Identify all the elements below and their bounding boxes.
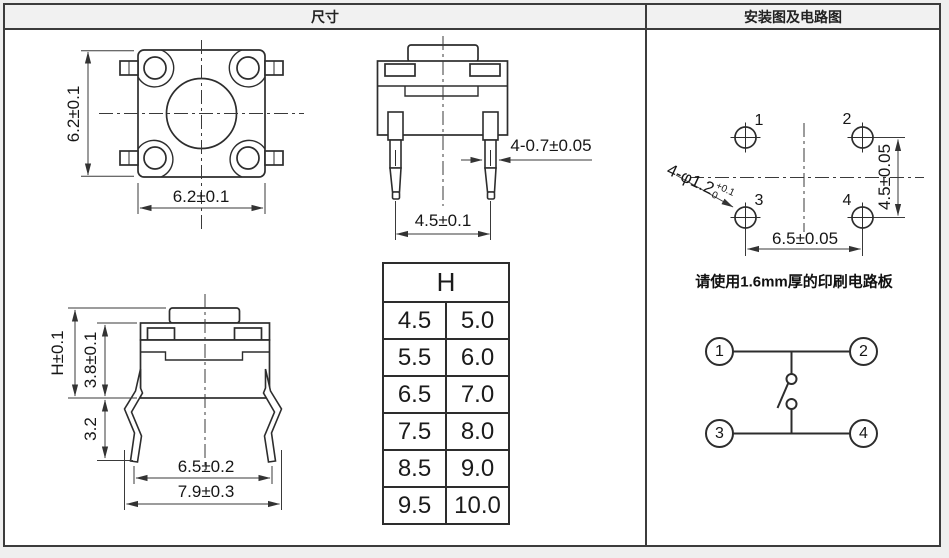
install-circuit-panel-title: 安装图及电路图 — [744, 8, 842, 25]
h-table-header: H — [382, 262, 510, 303]
pcb-hole-number-3: 3 — [754, 192, 764, 209]
front-view-outer-span-dim-label: 7.9±0.3 — [177, 482, 235, 501]
top-view-width-dim-label: 6.2±0.1 — [172, 187, 230, 206]
front-view-leg-length-dim-label: 3.2 — [81, 417, 100, 441]
sheet-header: 尺寸 安装图及电路图 — [5, 5, 939, 30]
panel-divider — [645, 30, 647, 545]
pcb-vertical-pitch-dim-label: 4.5±0.05 — [875, 143, 894, 211]
circuit-terminal-4: 4 — [859, 425, 868, 442]
front-view-body-height-dim-label: 3.8±0.1 — [81, 331, 100, 389]
circuit-terminal-1: 1 — [715, 343, 724, 360]
front-view-total-height-dim-label: H±0.1 — [48, 330, 67, 376]
pcb-hole-number-1: 1 — [754, 112, 764, 129]
pcb-thickness-note: 请使用1.6mm厚的印刷电路板 — [695, 273, 893, 291]
circuit-terminal-3: 3 — [715, 425, 724, 442]
side-view-lead-width-dim-label: 4-0.7±0.05 — [510, 136, 592, 155]
pcb-hole-number-4: 4 — [842, 192, 852, 209]
side-view-lead-pitch-dim-label: 4.5±0.1 — [414, 211, 472, 230]
pcb-horizontal-pitch-dim-label: 6.5±0.05 — [771, 229, 839, 248]
top-view-height-dim-label: 6.2±0.1 — [64, 85, 83, 143]
circuit-terminal-2: 2 — [859, 343, 868, 360]
front-view-inner-span-dim-label: 6.5±0.2 — [177, 457, 235, 476]
pcb-hole-number-2: 2 — [842, 111, 852, 128]
dimensions-panel-title: 尺寸 — [5, 5, 647, 28]
